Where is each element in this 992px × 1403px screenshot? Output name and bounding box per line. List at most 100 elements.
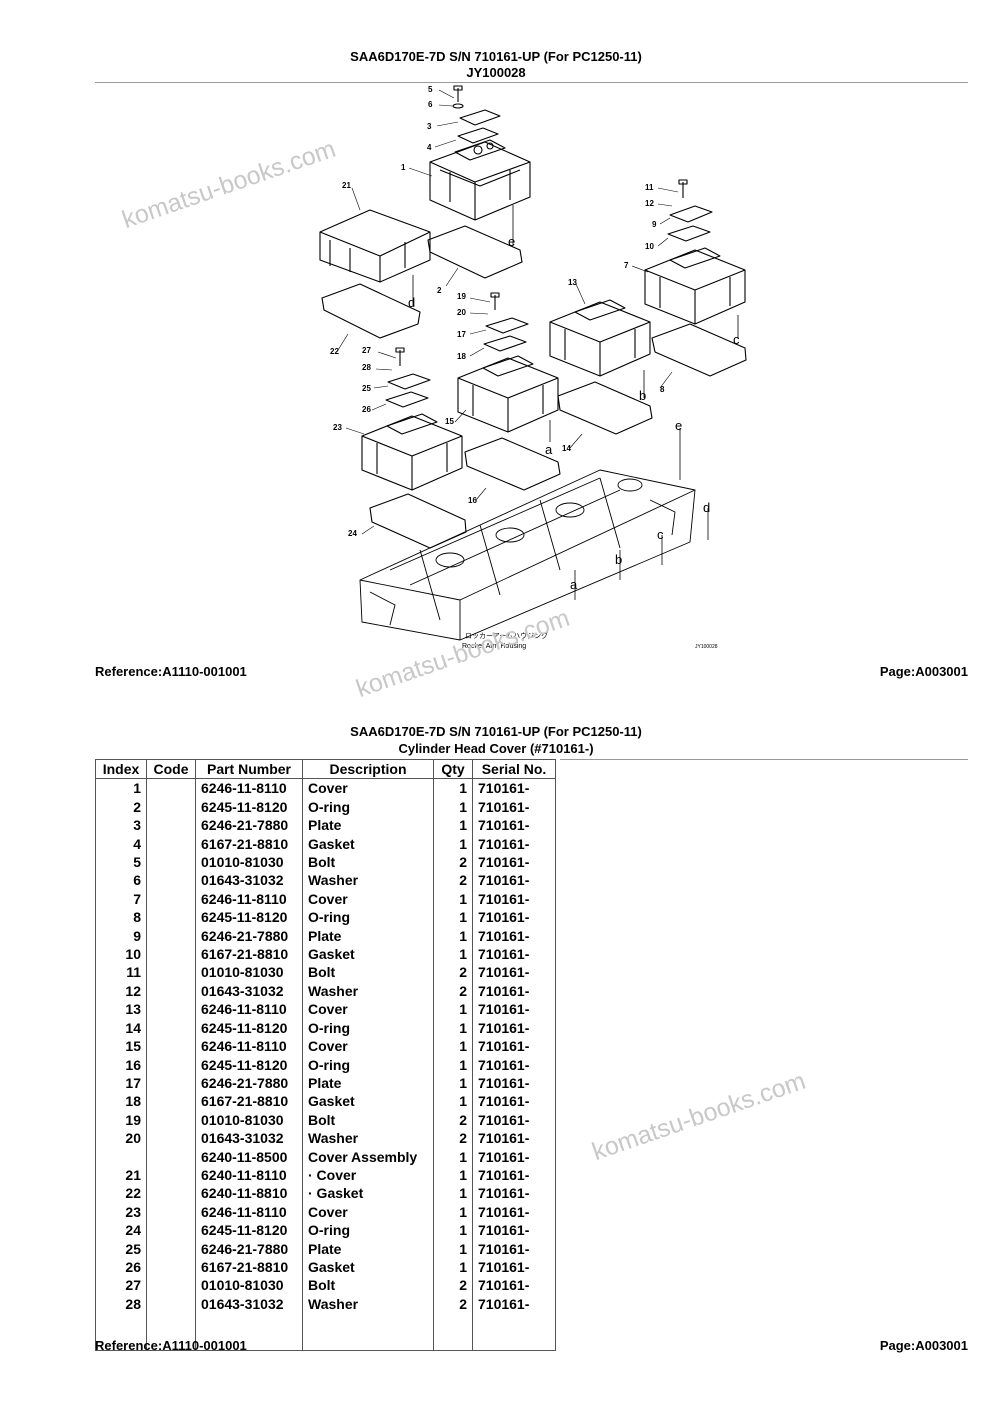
cell-description: Washer bbox=[302, 1129, 434, 1148]
plate-part bbox=[387, 373, 431, 390]
cell-part-number: 6246-11-8110 bbox=[195, 1037, 303, 1056]
callout-label: 18 bbox=[457, 352, 466, 361]
cell-serial-no: 710161- bbox=[472, 816, 556, 835]
cell-index: 11 bbox=[95, 963, 147, 982]
cell-part-number: 01010-81030 bbox=[195, 853, 303, 872]
plate-part bbox=[669, 205, 713, 223]
arrow-letter: d bbox=[408, 295, 415, 310]
cell-description: Cover Assembly bbox=[302, 1147, 434, 1166]
cell-index: 17 bbox=[95, 1073, 147, 1093]
cell-code bbox=[146, 1202, 196, 1222]
cell-code bbox=[146, 1129, 196, 1148]
cell-serial-no: 710161- bbox=[472, 1018, 556, 1038]
cell-description: Bolt bbox=[302, 853, 434, 872]
cell-serial-no: 710161- bbox=[472, 1037, 556, 1056]
o-ring-part bbox=[557, 381, 653, 435]
cell-qty: 1 bbox=[433, 1184, 473, 1203]
cell-description: Washer bbox=[302, 871, 434, 890]
col-code: Code bbox=[146, 758, 196, 780]
cell-serial-no: 710161- bbox=[472, 963, 556, 982]
cell-qty bbox=[433, 1331, 473, 1351]
cell-index: 14 bbox=[95, 1018, 147, 1038]
cell-description: Cover bbox=[302, 1037, 434, 1056]
cell-serial-no: 710161- bbox=[472, 1239, 556, 1258]
page2-title: SAA6D170E-7D S/N 710161-UP (For PC1250-1… bbox=[350, 724, 642, 739]
cell-description: Bolt bbox=[302, 1276, 434, 1295]
cell-index: 21 bbox=[95, 1165, 147, 1185]
page1-page-number: Page:A003001 bbox=[879, 664, 968, 679]
cover-part bbox=[457, 355, 559, 433]
arrow-letter: a bbox=[570, 577, 578, 592]
cell-description bbox=[302, 1313, 434, 1332]
callout-label: 16 bbox=[468, 496, 477, 505]
callout-label: 17 bbox=[457, 330, 466, 339]
cell-serial-no: 710161- bbox=[472, 1110, 556, 1130]
cell-index: 12 bbox=[95, 981, 147, 1001]
rocker-arm-housing bbox=[359, 469, 696, 641]
callout-label: 28 bbox=[362, 363, 371, 372]
cell-description: Gasket bbox=[302, 945, 434, 964]
arrow-letter: e bbox=[675, 418, 682, 433]
cell-code bbox=[146, 1055, 196, 1074]
cell-qty: 1 bbox=[433, 1037, 473, 1056]
cell-index: 15 bbox=[95, 1037, 147, 1056]
callout-label: 24 bbox=[348, 529, 357, 538]
cell-qty: 1 bbox=[433, 816, 473, 835]
cell-code bbox=[146, 981, 196, 1001]
cell-index: 22 bbox=[95, 1184, 147, 1203]
callout-label: 2 bbox=[437, 286, 442, 295]
cell-serial-no: 710161- bbox=[472, 1276, 556, 1295]
cell-serial-no: 710161- bbox=[472, 1221, 556, 1240]
cell-qty: 1 bbox=[433, 1221, 473, 1240]
page1-title: SAA6D170E-7D S/N 710161-UP (For PC1250-1… bbox=[350, 49, 642, 64]
cell-part-number: 6246-11-8110 bbox=[195, 889, 303, 909]
exploded-parts-diagram: 5 6 3 4 1 21 11 12 9 10 7 2 13 19 20 17 … bbox=[319, 85, 747, 650]
cell-code bbox=[146, 926, 196, 946]
cell-code bbox=[146, 797, 196, 817]
cell-serial-no: 710161- bbox=[472, 1165, 556, 1185]
cell-serial-no: 710161- bbox=[472, 926, 556, 946]
callout-label: 11 bbox=[645, 183, 654, 192]
cell-code bbox=[146, 889, 196, 909]
callout-label: 27 bbox=[362, 346, 371, 355]
cell-serial-no: 710161- bbox=[472, 908, 556, 927]
page1-header-rule bbox=[95, 82, 968, 83]
cell-description: Cover bbox=[302, 889, 434, 909]
plate-part bbox=[459, 109, 501, 126]
cell-description: Gasket bbox=[302, 1092, 434, 1111]
cell-index: 28 bbox=[95, 1294, 147, 1314]
cell-description: O-ring bbox=[302, 1055, 434, 1074]
table-row bbox=[95, 1331, 556, 1351]
cell-description bbox=[302, 1331, 434, 1351]
cell-serial-no: 710161- bbox=[472, 1184, 556, 1203]
cell-qty: 2 bbox=[433, 853, 473, 872]
cell-serial-no: 710161- bbox=[472, 1257, 556, 1277]
cell-description: Gasket bbox=[302, 1257, 434, 1277]
callout-label: 15 bbox=[445, 417, 454, 426]
cell-part-number: 6245-11-8120 bbox=[195, 1055, 303, 1074]
cell-part-number: 6246-11-8110 bbox=[195, 1000, 303, 1019]
cell-code bbox=[146, 1294, 196, 1314]
cell-code bbox=[146, 871, 196, 890]
callout-label: 23 bbox=[333, 423, 342, 432]
callout-label: 26 bbox=[362, 405, 371, 414]
cell-serial-no: 710161- bbox=[472, 1294, 556, 1314]
cell-description: Plate bbox=[302, 1239, 434, 1258]
plate-part bbox=[485, 317, 529, 334]
cell-qty: 2 bbox=[433, 1294, 473, 1314]
cell-serial-no: 710161- bbox=[472, 889, 556, 909]
cell-serial-no: 710161- bbox=[472, 1073, 556, 1093]
cell-part-number: 6240-11-8500 bbox=[195, 1147, 303, 1166]
cell-index: 10 bbox=[95, 945, 147, 964]
cell-qty: 2 bbox=[433, 981, 473, 1001]
